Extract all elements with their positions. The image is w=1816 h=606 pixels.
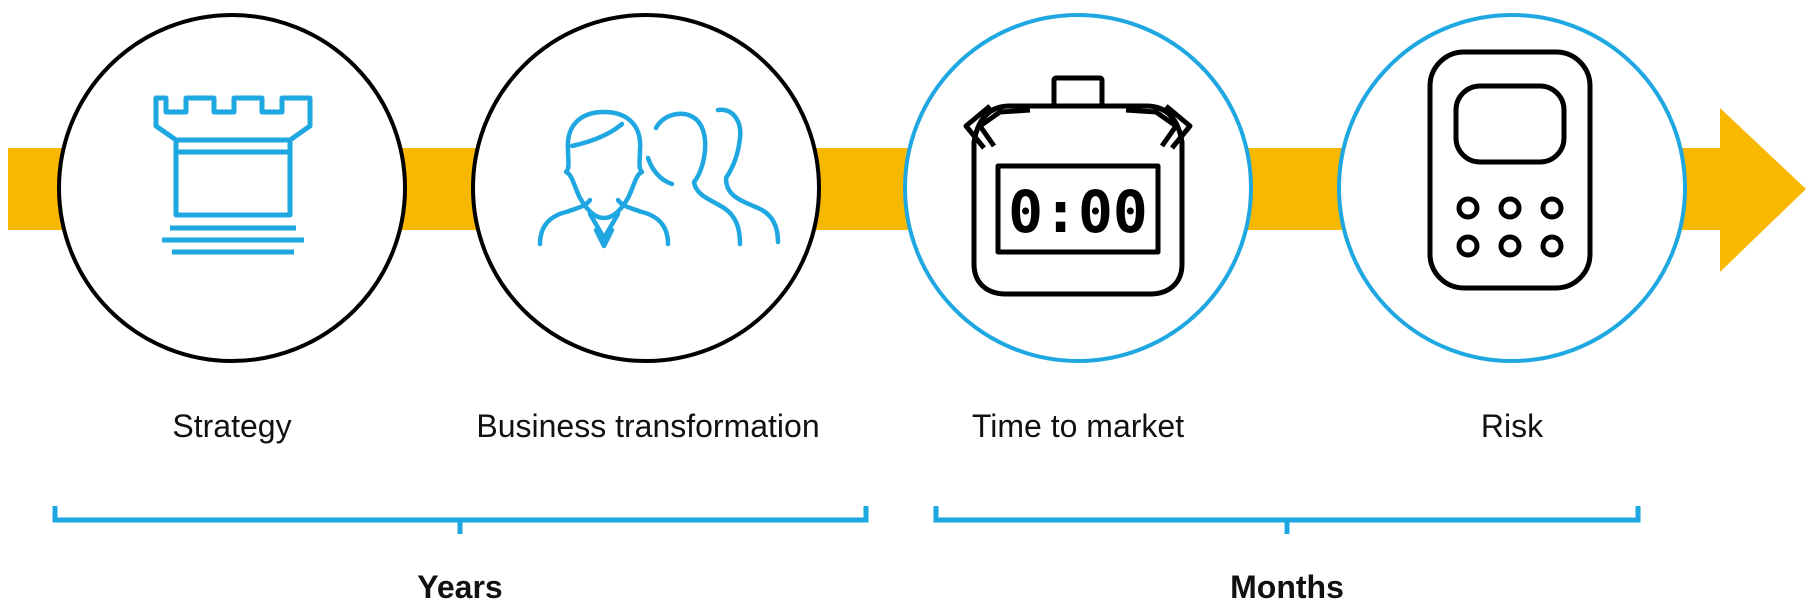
step-business-transformation	[471, 13, 821, 363]
castle-tower-icon	[153, 95, 313, 255]
step-ring	[471, 13, 821, 363]
step-label-business-transformation: Business transformation	[476, 408, 820, 444]
step-strategy	[57, 13, 407, 363]
step-ring	[57, 13, 407, 363]
step-ring	[903, 13, 1253, 363]
step-label-strategy: Strategy	[172, 408, 292, 444]
bracket-months	[933, 506, 1641, 534]
step-risk	[1337, 13, 1687, 363]
step-label-time-to-market: Time to market	[971, 408, 1185, 444]
step-ring	[1337, 13, 1687, 363]
bracket-years	[52, 506, 869, 534]
group-label-months: Months	[1230, 569, 1344, 605]
arrow-head	[1720, 108, 1806, 272]
group-label-years: Years	[417, 569, 503, 605]
calculator-device-icon	[1427, 49, 1593, 291]
stopwatch-display: 0:00	[1008, 178, 1148, 246]
people-group-icon	[537, 107, 781, 249]
step-label-risk: Risk	[1480, 408, 1544, 444]
step-time-to-market: 0:00	[903, 13, 1253, 363]
stopwatch-icon	[963, 75, 1193, 297]
